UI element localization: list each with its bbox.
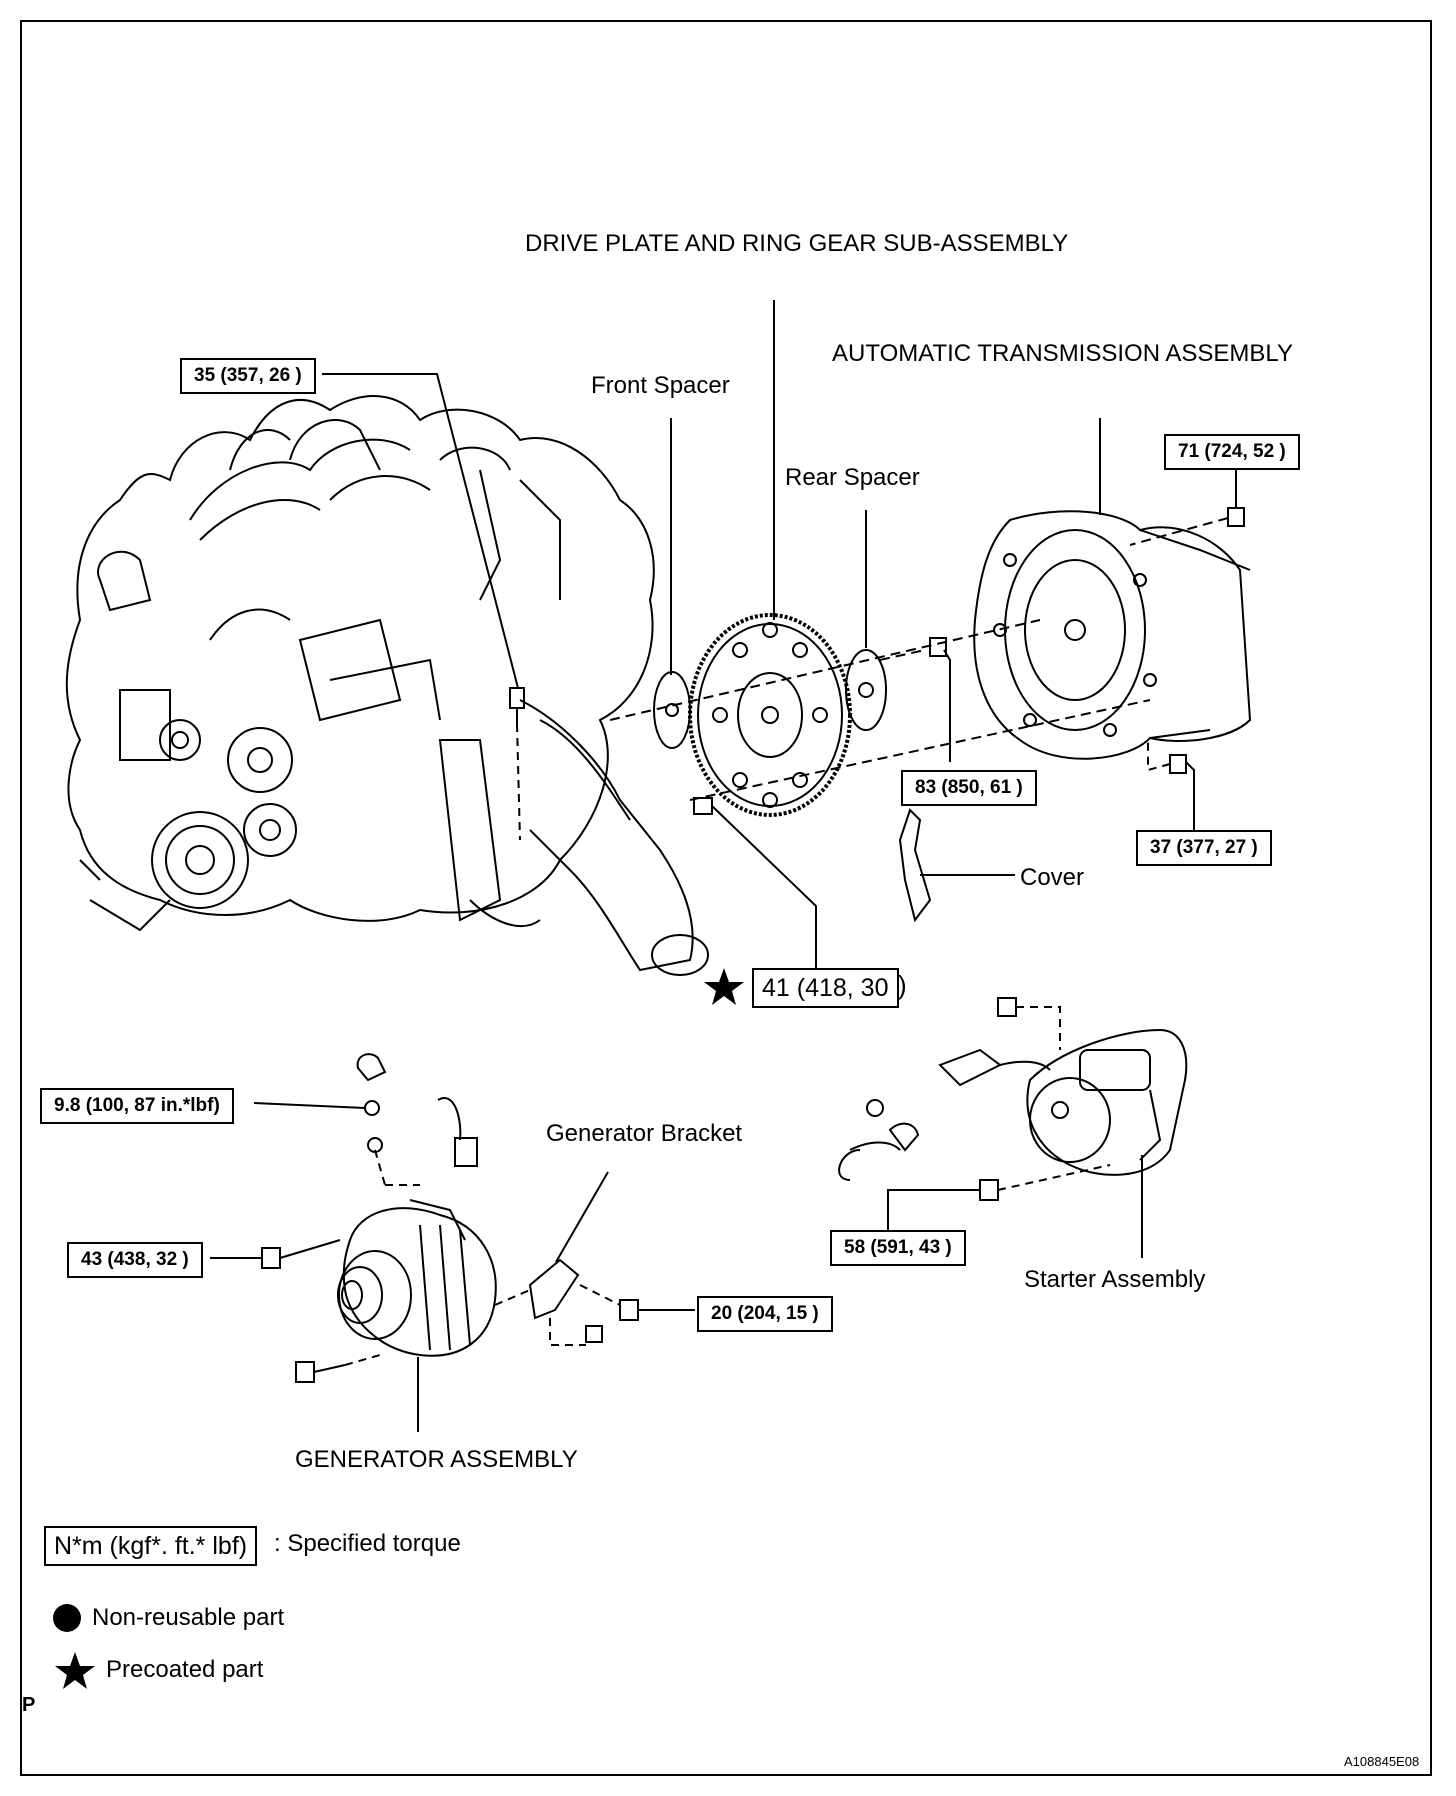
torque-71-box: 71 (724, 52 ) [1164,434,1300,470]
bolt-20-icon [619,1299,639,1321]
leader-9-8 [253,1102,366,1109]
front-spacer-label: Front Spacer [591,372,730,399]
leader-58 [887,1189,980,1232]
front-spacer-icon [653,671,691,749]
legend-non-reusable-text: Non-reusable part [92,1604,285,1631]
bolt-41-icon [693,797,713,815]
leader-generator-bracket [555,1171,609,1263]
bolt-37-icon [1169,754,1187,774]
bolt-58-icon [979,1179,999,1201]
torque-83-box: 83 (850, 61 ) [901,770,1037,806]
torque-9-8-box: 9.8 (100, 87 in.*lbf) [40,1088,234,1124]
generator-drawing [337,1053,497,1357]
auto-trans-label: AUTOMATIC TRANSMISSION ASSEMBLY [832,340,1293,367]
torque-35-box: 35 (357, 26 ) [180,358,316,394]
bolt-gen-lower-icon [295,1361,315,1383]
rear-spacer-label: Rear Spacer [785,464,920,491]
torque-41-box: 41 (418, 30 [752,968,899,1008]
transmission-drawing [973,510,1252,760]
legend-precoated-text: Precoated part [106,1656,264,1683]
non-reusable-icon [53,1604,81,1632]
bolt-43-icon [261,1247,281,1269]
starter-drawing [838,997,1188,1181]
rear-spacer-icon [845,649,887,731]
cover-label: Cover [1020,864,1085,891]
legend-unit-text: : Specified torque [274,1530,461,1557]
diagram-frame [20,20,1432,1776]
generator-bracket-label: Generator Bracket [546,1120,743,1147]
torque-43-box: 43 (438, 32 ) [67,1242,203,1278]
page-letter: P [22,1694,36,1716]
legend-unit-box: N*m (kgf*. ft.* lbf) [44,1526,258,1566]
bolt-83-icon [929,637,947,657]
torque-37-box: 37 (377, 27 ) [1136,830,1272,866]
torque-41-close-paren: ) [898,970,907,1000]
leader-35 [322,373,519,689]
bolt-71-icon [1227,507,1245,527]
starter-assembly-label: Starter Assembly [1024,1266,1206,1293]
generator-bracket-icon [528,1258,580,1320]
bolt-bracket-lower-icon [585,1325,603,1343]
engine-block-drawing [65,395,709,976]
cover-icon [898,808,932,923]
torque-58-box: 58 (591, 43 ) [830,1230,966,1266]
precoated-star-41-icon [704,968,744,1005]
drive-plate-label: DRIVE PLATE AND RING GEAR SUB-ASSEMBLY [525,230,1069,257]
generator-assembly-label: GENERATOR ASSEMBLY [295,1446,578,1473]
precoated-icon [55,1652,95,1689]
bolt-35-icon [509,687,525,709]
figure-code: A108845E08 [1344,1754,1420,1769]
torque-20-box: 20 (204, 15 ) [697,1296,833,1332]
